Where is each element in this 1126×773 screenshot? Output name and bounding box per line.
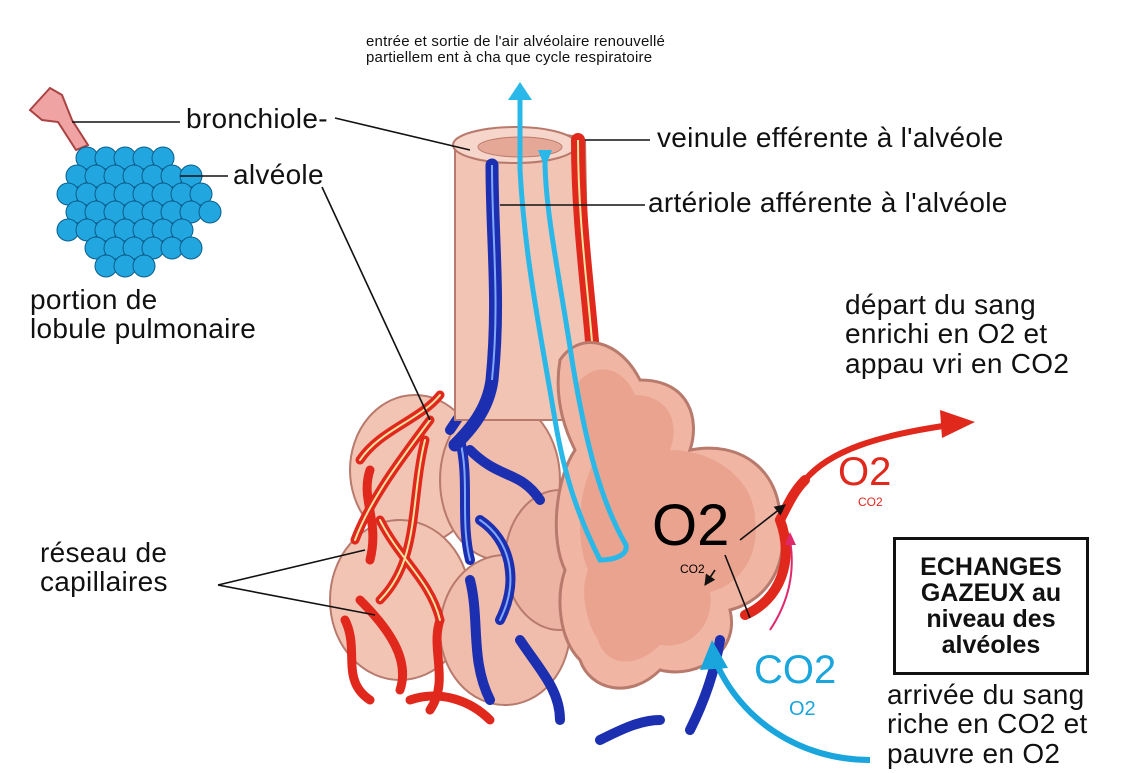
- leader-alveole: [322, 187, 430, 420]
- leader-bronchiole: [335, 118, 470, 150]
- co2-in-label: CO2: [754, 648, 836, 693]
- lobule-alveolus: [199, 201, 221, 223]
- co2-center-small-label: CO2: [680, 562, 705, 576]
- o2-in-small-label: O2: [789, 698, 816, 721]
- o2-center-label: O2: [652, 492, 729, 559]
- co2-out-small-label: CO2: [858, 495, 883, 509]
- air-flow-arrowhead: [508, 82, 532, 100]
- title-box: ECHANGES GAZEUX au niveau des alvéoles: [893, 537, 1089, 675]
- lobule-alveoli-cluster: [57, 147, 221, 277]
- lobule-label: portion de lobule pulmonaire: [30, 285, 256, 344]
- o2-out-label: O2: [838, 450, 891, 495]
- capillary-network-label: réseau de capillaires: [40, 538, 168, 597]
- lobule-bronchiole-stem: [30, 88, 88, 150]
- lobule-alveolus: [133, 255, 155, 277]
- air-exchange-note: entrée et sortie de l'air alvéolaire ren…: [366, 34, 665, 66]
- blood-departure-label: départ du sang enrichi en O2 et appau vr…: [845, 290, 1069, 378]
- arteriole-label: artériole afférente à l'alvéole: [648, 188, 1008, 217]
- oxygenated-blood-arrowhead: [940, 410, 975, 438]
- acinus-illustration: [330, 82, 975, 760]
- alveole-label: alvéole: [233, 160, 324, 189]
- sac-perfusion-outflow: [780, 480, 805, 520]
- blood-arrival-label: arrivée du sang riche en CO2 et pauvre e…: [887, 680, 1088, 768]
- bronchiole-label: bronchiole-: [186, 104, 328, 133]
- veinule-label: veinule efférente à l'alvéole: [657, 123, 1004, 152]
- lobule-alveolus: [180, 237, 202, 259]
